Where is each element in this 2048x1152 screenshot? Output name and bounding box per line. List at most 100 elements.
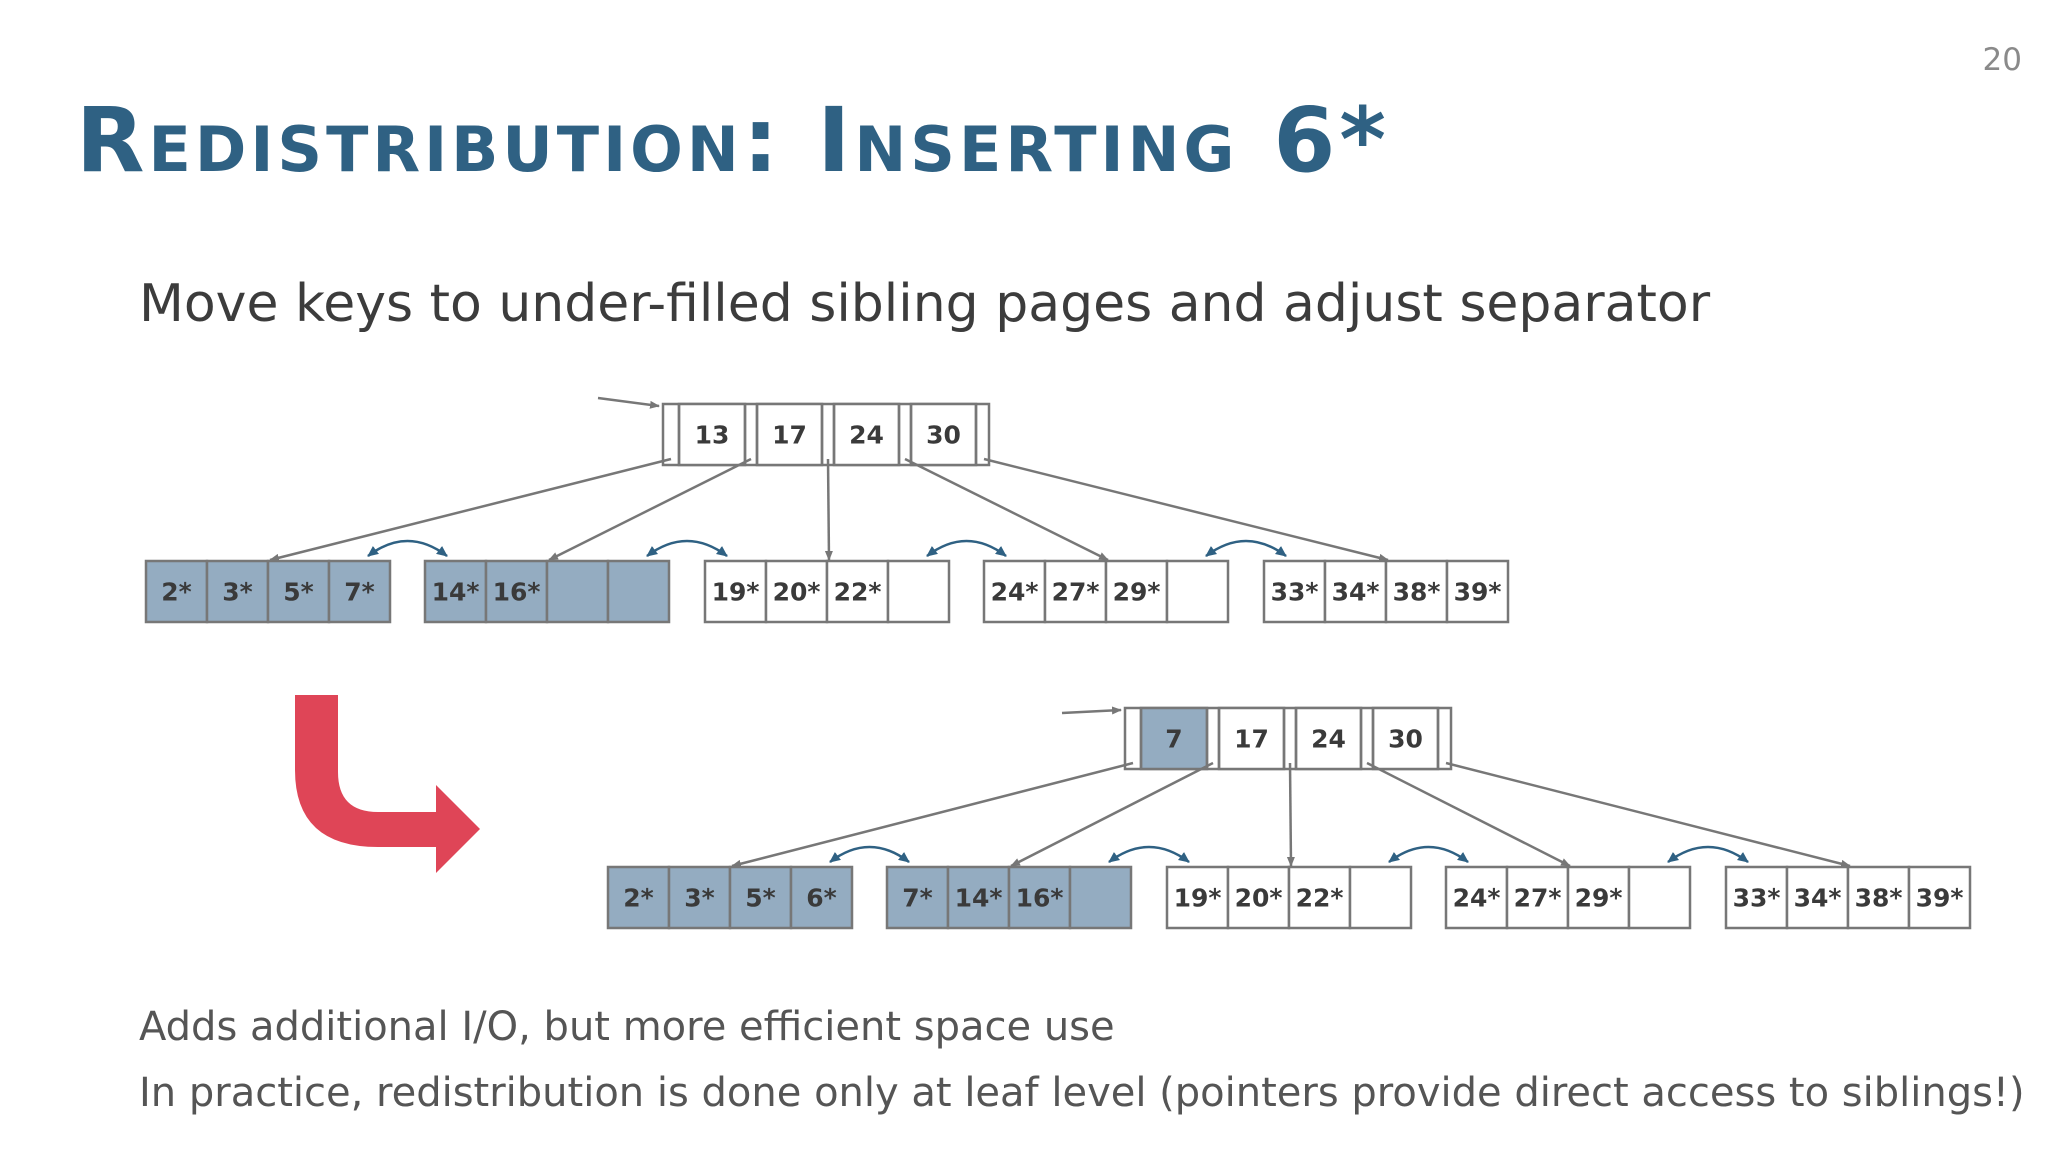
root-entry-pointer bbox=[597, 396, 660, 409]
leaf-key-label: 2* bbox=[161, 578, 191, 607]
leaf-key-cell bbox=[946, 865, 1011, 930]
leaf-node: 7* 14* 16* bbox=[885, 865, 1133, 930]
root-key-cell bbox=[755, 402, 824, 467]
root-key-label: 24 bbox=[849, 421, 884, 450]
sibling-link-arrow bbox=[367, 539, 448, 557]
leaf-key-cell bbox=[1505, 865, 1570, 930]
leaf-key-label: 39* bbox=[1916, 884, 1964, 913]
root-key-label: 17 bbox=[1234, 725, 1269, 754]
child-pointer bbox=[269, 457, 672, 562]
leaf-key-label: 6* bbox=[806, 884, 836, 913]
bullet-leaf-level-note: In practice, redistribution is done only… bbox=[139, 1070, 2025, 1116]
sibling-link-arrow bbox=[1205, 539, 1287, 558]
leaf-key-cell bbox=[327, 559, 392, 624]
leaf-key-label: 38* bbox=[1855, 884, 1903, 913]
leaf-key-cell bbox=[266, 559, 331, 624]
leaf-key-cell bbox=[545, 559, 610, 624]
slide-title: Redistribution: Inserting 6* bbox=[76, 88, 1390, 192]
leaf-key-cell bbox=[1785, 865, 1850, 930]
root-key-label: 30 bbox=[1388, 725, 1423, 754]
child-pointer bbox=[1286, 762, 1295, 867]
leaf-node: 19*20*22* bbox=[1165, 865, 1413, 930]
leaf-node: 14* 16* bbox=[423, 559, 671, 624]
child-pointer bbox=[904, 457, 1109, 562]
child-pointer bbox=[731, 761, 1134, 868]
slide-number: 20 bbox=[1982, 42, 2022, 78]
leaf-key-label: 24* bbox=[1453, 884, 1501, 913]
slide-subtitle: Move keys to under-filled sibling pages … bbox=[139, 274, 1711, 334]
sibling-link-arrow bbox=[1667, 845, 1749, 864]
child-pointer bbox=[1366, 761, 1571, 868]
transition-arrow-icon bbox=[295, 695, 480, 873]
sibling-link-arrow bbox=[1108, 845, 1190, 864]
leaf-key-cell bbox=[1262, 559, 1327, 624]
root-key-cell bbox=[1294, 706, 1363, 771]
leaf-key-label: 29* bbox=[1575, 884, 1623, 913]
leaf-key-label: 38* bbox=[1393, 578, 1441, 607]
root-key-label: 13 bbox=[695, 421, 730, 450]
child-pointer bbox=[1010, 761, 1214, 868]
leaf-key-label: 2* bbox=[623, 884, 653, 913]
leaf-key-label: 19* bbox=[712, 578, 760, 607]
root-key-label: 17 bbox=[772, 421, 807, 450]
leaf-key-label: 24* bbox=[991, 578, 1039, 607]
leaf-key-label: 7* bbox=[902, 884, 932, 913]
sibling-link-arrow bbox=[829, 845, 910, 863]
leaf-key-cell bbox=[1348, 865, 1413, 930]
bullet-additional-io: Adds additional I/O, but more efficient … bbox=[139, 1004, 1115, 1050]
leaf-key-cell bbox=[606, 559, 671, 624]
leaf-key-cell bbox=[1323, 559, 1388, 624]
leaf-key-cell bbox=[667, 865, 732, 930]
leaf-key-cell bbox=[789, 865, 854, 930]
sibling-link-arrow bbox=[926, 539, 1007, 557]
leaf-key-label: 7* bbox=[344, 578, 374, 607]
leaf-key-cell bbox=[886, 559, 951, 624]
leaf-key-label: 27* bbox=[1052, 578, 1100, 607]
root-key-label: 7 bbox=[1165, 725, 1182, 754]
child-pointer bbox=[1445, 761, 1851, 868]
leaf-key-label: 20* bbox=[773, 578, 821, 607]
leaf-key-label: 16* bbox=[1016, 884, 1064, 913]
root-key-label: 30 bbox=[926, 421, 961, 450]
root-node: 13 17 24 30 bbox=[661, 402, 991, 467]
leaf-node: 2* 3* 5* 7* bbox=[144, 559, 392, 624]
child-pointer bbox=[983, 457, 1389, 562]
leaf-key-label: 27* bbox=[1514, 884, 1562, 913]
leaf-key-label: 33* bbox=[1271, 578, 1319, 607]
leaf-key-label: 5* bbox=[283, 578, 313, 607]
leaf-key-cell bbox=[1068, 865, 1133, 930]
root-key-cell bbox=[1217, 706, 1286, 771]
leaf-key-cell bbox=[1566, 865, 1631, 930]
root-key-label: 24 bbox=[1311, 725, 1346, 754]
child-pointer bbox=[548, 457, 752, 562]
leaf-key-label: 29* bbox=[1113, 578, 1161, 607]
leaf-key-cell bbox=[1907, 865, 1972, 930]
leaf-node: 19* 20* 22* bbox=[703, 559, 951, 624]
leaf-key-label: 14* bbox=[955, 884, 1003, 913]
leaf-key-label: 14* bbox=[432, 578, 480, 607]
leaf-key-label: 39* bbox=[1454, 578, 1502, 607]
leaf-key-cell bbox=[1627, 865, 1692, 930]
leaf-key-cell bbox=[1165, 559, 1230, 624]
leaf-key-label: 3* bbox=[222, 578, 252, 607]
leaf-key-cell bbox=[606, 865, 671, 930]
leaf-node: 2*3*5*6* bbox=[606, 865, 854, 930]
leaf-key-label: 5* bbox=[745, 884, 775, 913]
root-key-cell bbox=[832, 402, 901, 467]
leaf-key-label: 33* bbox=[1733, 884, 1781, 913]
leaf-key-label: 22* bbox=[834, 578, 882, 607]
leaf-key-label: 34* bbox=[1794, 884, 1842, 913]
root-key-cell bbox=[1371, 706, 1440, 771]
tree-before: 13 17 24 30 2* 3* 5* 7* 14* 16* 19* 20* 22* 24* 27* 29*… bbox=[144, 396, 1510, 624]
child-pointer bbox=[824, 458, 833, 561]
leaf-node: 24* 27* 29* bbox=[982, 559, 1230, 624]
sibling-link-arrow bbox=[1388, 845, 1469, 863]
sibling-link-arrow bbox=[646, 539, 728, 558]
leaf-key-cell bbox=[1007, 865, 1072, 930]
leaf-key-label: 20* bbox=[1235, 884, 1283, 913]
leaf-key-cell bbox=[982, 559, 1047, 624]
leaf-key-label: 16* bbox=[493, 578, 541, 607]
leaf-key-cell bbox=[1226, 865, 1291, 930]
